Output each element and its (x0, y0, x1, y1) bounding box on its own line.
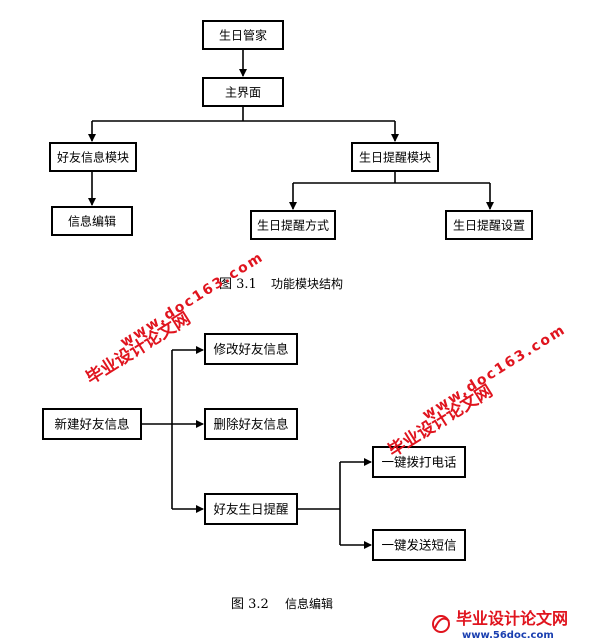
footer-site-cn: 毕业设计论文网 (456, 609, 568, 628)
watermark-right: 毕业设计论文网 www.doc163.com (384, 322, 569, 462)
node-new-friend-label: 新建好友信息 (54, 417, 129, 432)
node-main-label: 主界面 (225, 86, 261, 100)
node-reminder-module-label: 生日提醒模块 (359, 150, 431, 165)
node-info-edit-label: 信息编辑 (68, 214, 116, 229)
caption-3-1-text: 功能模块结构 (271, 276, 343, 291)
node-delete-friend (204, 408, 298, 440)
footer-site-url: www.56doc.com (462, 630, 554, 641)
node-modify-friend (204, 333, 298, 365)
node-call (372, 446, 466, 478)
node-sms (372, 529, 466, 561)
node-delete-friend-label: 删除好友信息 (213, 417, 288, 432)
watermark-left-cn: 毕业设计论文网 (82, 308, 194, 389)
node-new-friend (42, 408, 142, 440)
watermark-right-url: www.doc163.com (420, 322, 569, 424)
caption-3-2-text: 信息编辑 (285, 596, 333, 611)
node-reminder-settings (445, 210, 533, 240)
node-reminder-method-label: 生日提醒方式 (257, 218, 329, 233)
caption-3-2-number: 图 3.2 (231, 597, 269, 612)
node-main (202, 77, 284, 107)
figure-3-1: 生日管家 主界面 好友信息模块 生日提醒模块 信息编辑 生日提醒方式 生日提醒设… (49, 20, 533, 292)
node-modify-friend-label: 修改好友信息 (213, 342, 288, 357)
node-birthday-reminder (204, 493, 298, 525)
node-sms-label: 一键发送短信 (381, 538, 456, 553)
node-root-label: 生日管家 (219, 28, 267, 43)
node-call-label: 一键拨打电话 (381, 455, 456, 470)
node-friend-module (49, 142, 137, 172)
swirl-logo-icon (432, 615, 450, 633)
footer-logo: 毕业设计论文网 www.56doc.com (432, 609, 568, 641)
node-reminder-settings-label: 生日提醒设置 (453, 218, 525, 233)
node-birthday-reminder-label: 好友生日提醒 (213, 502, 289, 517)
node-info-edit (51, 206, 133, 236)
node-reminder-module (351, 142, 439, 172)
node-reminder-method (250, 210, 336, 240)
caption-3-1-number: 图 3.1 (219, 277, 257, 292)
watermark-left: 毕业设计论文网 www.doc163.com (82, 249, 267, 389)
node-friend-module-label: 好友信息模块 (57, 150, 129, 165)
figure-3-2: 新建好友信息 修改好友信息 删除好友信息 好友生日提醒 一键拨打电话 一键发送短… (42, 333, 466, 612)
